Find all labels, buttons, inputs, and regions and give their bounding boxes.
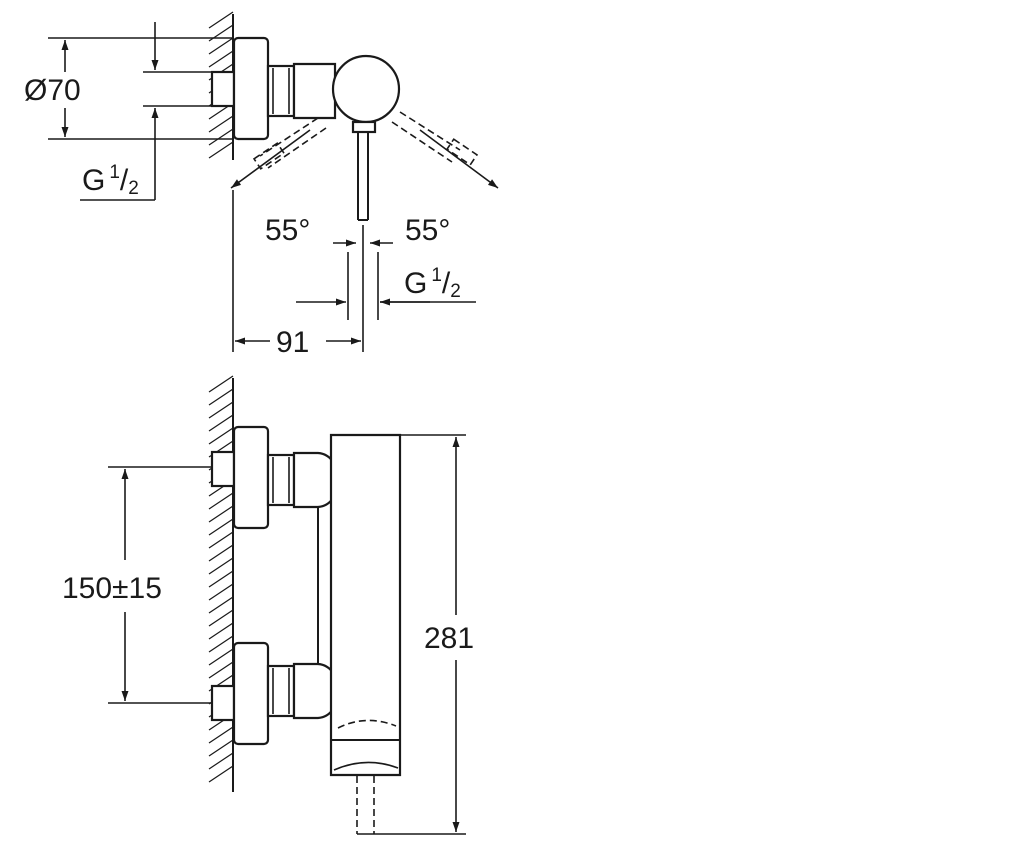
hatch-line [208,50,234,68]
diameter-label: Ø70 [24,74,81,107]
mixer-body [329,433,402,777]
connection-dimension [80,22,212,201]
hatch-line [208,505,234,523]
spacing-label: 150±15 [62,572,162,605]
hatch-line [208,518,234,536]
angle-dim-right [419,129,499,189]
hatch-line [208,531,234,549]
hatch-line [208,635,234,653]
hatch-line [208,752,234,770]
hatch-line [208,128,234,146]
hatch-line [208,375,234,393]
lower-connection [210,641,340,746]
wall-hatching-side [208,375,234,792]
hatch-line [208,544,234,562]
outlet-nozzle [356,776,375,835]
hatch-line [208,570,234,588]
mixer-body-circle [331,54,401,124]
wall-rosette [232,36,270,141]
hatch-line [208,37,234,55]
hatch-line [208,583,234,601]
hatch-line [208,427,234,445]
hatch-line [208,739,234,757]
height-dimension [374,434,466,835]
hatch-line [208,622,234,640]
angle-right-label: 55° [405,214,450,247]
hatch-line [208,726,234,744]
hatch-line [208,11,234,29]
hatch-line [208,414,234,432]
angle-left-label: 55° [265,214,310,247]
depth-label: 91 [276,326,309,359]
side-view: 150±15 281 [62,375,474,835]
depth-dimension [232,190,364,352]
hatch-line [208,661,234,679]
hatch-line [208,401,234,419]
outlet-width-dimension [296,239,476,320]
hatch-line [208,609,234,627]
hatch-line [208,388,234,406]
hatch-line [208,492,234,510]
upper-connection [210,425,340,530]
union-neck [292,62,337,120]
height-label: 281 [424,622,474,655]
outlet-pipe [351,120,377,221]
hatch-line [208,115,234,133]
angle-dim-left [230,129,311,189]
lever-swing-right [391,111,479,166]
hatch-line [208,648,234,666]
hatch-line [208,596,234,614]
spacing-dimension [108,466,212,704]
hex-nut [266,64,296,118]
hatch-line [208,141,234,159]
lever-swing-left [252,117,327,170]
hatch-line [208,557,234,575]
diameter-dimension [48,37,234,140]
hatch-line [208,765,234,783]
wall-connection-stub [210,70,236,108]
